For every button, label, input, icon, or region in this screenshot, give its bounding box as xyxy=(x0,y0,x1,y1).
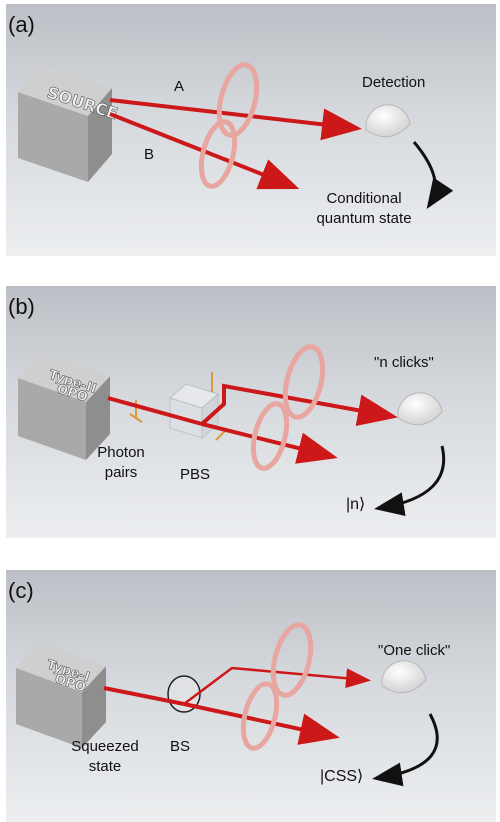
n-clicks-label: "n clicks" xyxy=(374,354,434,371)
panel-b-diagram: Type-II OPO xyxy=(18,344,446,516)
detection-label: Detection xyxy=(362,74,426,91)
output-arrow xyxy=(412,141,454,209)
panel-b-label: (b) xyxy=(8,294,35,319)
detector xyxy=(381,660,427,694)
opo-box: Type-I OPO xyxy=(16,642,106,748)
bs-label: BS xyxy=(170,738,191,755)
ring-bottom xyxy=(240,681,280,751)
beam-a-label: A xyxy=(174,78,185,95)
ring-bottom xyxy=(250,401,290,471)
pairs-label: pairs xyxy=(104,464,138,481)
squeezed-label: Squeezed xyxy=(71,738,139,755)
panel-c-diagram: Type-I OPO xyxy=(16,622,439,787)
ring-a xyxy=(216,62,260,138)
pbs-label: PBS xyxy=(180,466,211,483)
opo-box: Type-II OPO xyxy=(18,352,110,460)
panel-c-label: (c) xyxy=(8,578,34,603)
beam-a xyxy=(109,98,362,141)
detector xyxy=(365,104,411,138)
reflected-beam xyxy=(200,383,398,427)
ring-b xyxy=(198,119,238,189)
beam-b-label: B xyxy=(144,146,155,163)
output-arrow xyxy=(374,445,446,516)
ring-top xyxy=(282,344,326,420)
transmitted-beam xyxy=(183,702,340,745)
panel-a-diagram: SOURCE xyxy=(18,62,454,209)
polarization-arrows xyxy=(129,372,227,441)
pbs-cube xyxy=(168,383,220,440)
source-box: SOURCE xyxy=(18,64,120,182)
n-state-label: |n⟩ xyxy=(346,496,366,513)
panel-b: Type-II OPO (b) Photon pairs PBS "n clic… xyxy=(6,286,496,538)
input-beam xyxy=(103,686,185,706)
reflected-beam xyxy=(183,666,371,705)
panel-a: SOURCE (a) A B Detection Conditional qua… xyxy=(6,4,496,256)
state-label: state xyxy=(88,758,122,775)
panel-a-label: (a) xyxy=(8,12,35,37)
quantum-state-label: quantum state xyxy=(316,210,412,227)
conditional-label: Conditional xyxy=(326,190,402,207)
one-click-label: "One click" xyxy=(378,642,451,659)
transmitted-beam xyxy=(201,422,338,464)
css-state-label: |CSS⟩ xyxy=(320,768,364,785)
input-beam xyxy=(107,396,203,426)
detector xyxy=(397,392,443,426)
output-arrow xyxy=(372,713,439,787)
panel-c: Type-I OPO (c) Squeezed state BS "One cl… xyxy=(6,570,496,822)
ring-top xyxy=(270,622,314,698)
photon-label: Photon xyxy=(97,444,145,461)
